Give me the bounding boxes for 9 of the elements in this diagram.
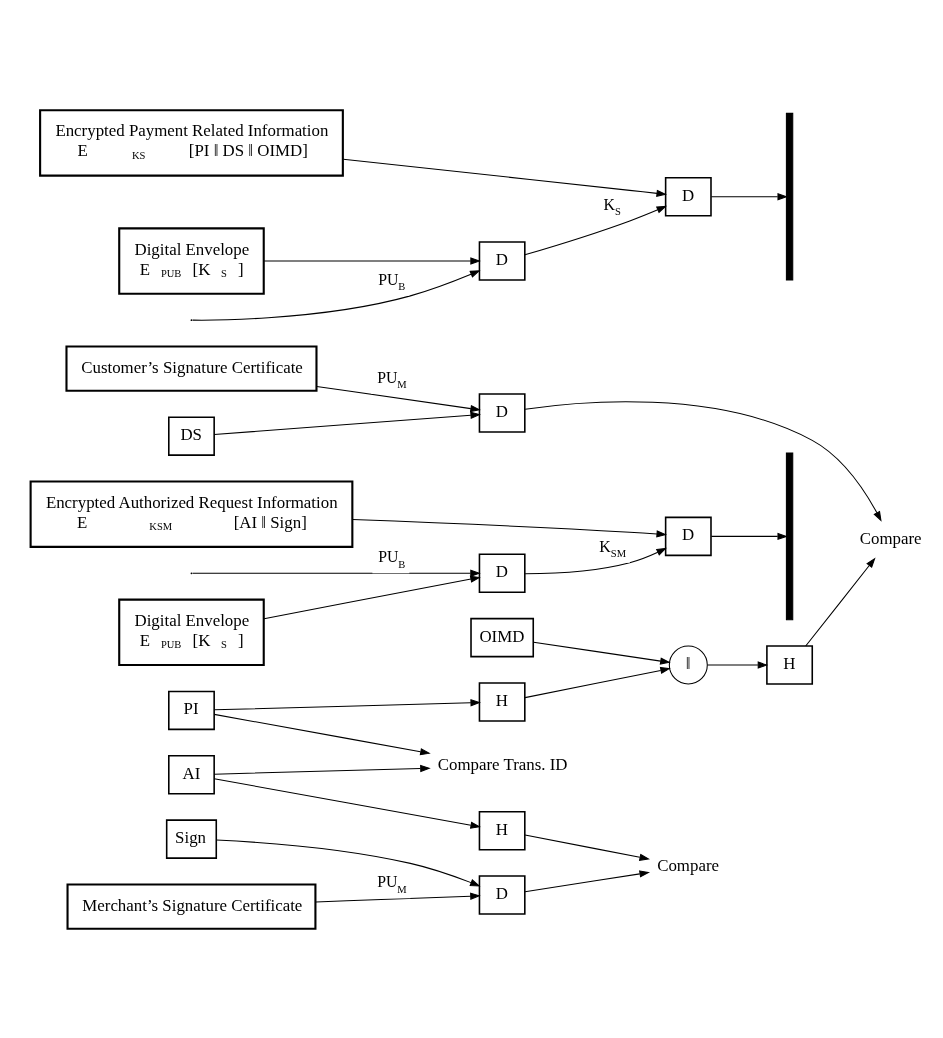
node-text: Compare Trans. ID bbox=[437, 754, 568, 774]
edge-label: PU$_{M}$ bbox=[377, 872, 407, 895]
edge-label: PU$_{M}$ bbox=[377, 368, 407, 390]
edge-label: PU$_{B}$ bbox=[378, 270, 406, 292]
edge-label: PU$_{B}$ bbox=[378, 547, 406, 570]
edge-label: K$_{SM}$ bbox=[599, 537, 627, 559]
edge-label: K$_{S}$ bbox=[603, 195, 621, 217]
node-text: Compare bbox=[859, 528, 922, 548]
node-text: Compare bbox=[657, 855, 720, 875]
